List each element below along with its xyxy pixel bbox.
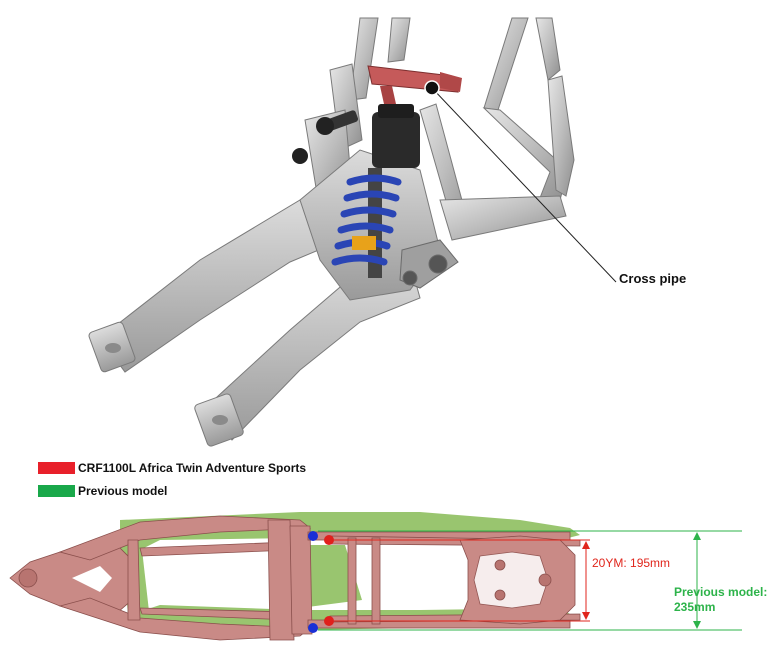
shock-spring — [331, 174, 402, 266]
legend-swatch-new-model — [38, 462, 75, 474]
previous-mount-marker-lower — [308, 623, 318, 633]
legend-swatch-previous-model — [38, 485, 75, 497]
frame-comparison-plan — [9, 512, 742, 641]
linkage — [399, 239, 459, 289]
legend-label-new-model: CRF1100L Africa Twin Adventure Sports — [78, 461, 307, 475]
frame-openings — [72, 556, 262, 606]
legend-item-previous-model: Previous model — [38, 484, 167, 498]
legend-item-new-model: CRF1100L Africa Twin Adventure Sports — [38, 461, 306, 475]
callout-marker-dot — [424, 80, 440, 96]
rear-suspension-illustration — [88, 17, 617, 447]
previous-mount-marker-upper — [308, 531, 318, 541]
axle-slots — [105, 343, 228, 425]
new-model-dimension-label: 20YM: 195mm — [592, 556, 671, 570]
previous-model-dimension-line1: Previous model: — [674, 585, 768, 599]
new-model-frame — [9, 515, 581, 641]
shock-absorber — [292, 104, 420, 278]
cross-pipe-label: Cross pipe — [619, 271, 687, 286]
legend-label-previous-model: Previous model — [78, 484, 168, 498]
mount-markers — [308, 531, 334, 633]
new-mount-marker-upper — [324, 535, 334, 545]
previous-model-dimension-label: Previous model: 235mm — [674, 585, 767, 615]
subframe-rails — [304, 17, 575, 241]
new-model-dimension — [334, 539, 590, 622]
cross-pipe-callout — [424, 80, 617, 283]
previous-model-dimension — [318, 530, 742, 631]
new-mount-marker-lower — [324, 616, 334, 626]
previous-model-dimension-line2: 235mm — [674, 600, 716, 614]
cross-pipe — [367, 65, 462, 104]
